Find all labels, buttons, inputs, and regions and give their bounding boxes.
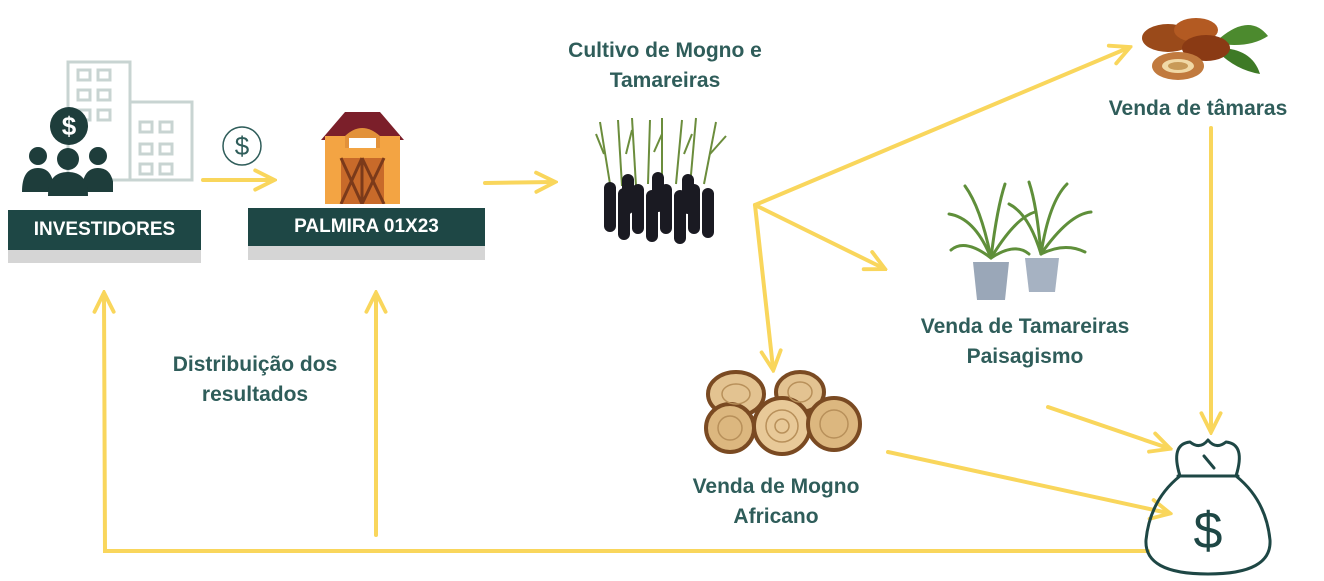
seedlings-icon — [595, 117, 727, 244]
arrow-bag-to-investors — [104, 295, 1150, 553]
svg-text:$: $ — [1194, 502, 1223, 560]
farm-box-shadow — [248, 246, 485, 260]
cultivation-label: Cultivo de Mogno e Tamareiras — [568, 39, 762, 92]
farm-box: PALMIRA 01X23 — [248, 208, 485, 246]
distribution-label: Distribuição dos resultados — [172, 353, 338, 406]
investors-box: INVESTIDORES — [8, 210, 201, 250]
investors-group-icon: $ — [22, 107, 113, 196]
investors-label: INVESTIDORES — [33, 219, 176, 240]
investors-box-shadow — [8, 250, 201, 263]
wood-logs-icon — [704, 370, 862, 456]
svg-text:$: $ — [235, 131, 250, 161]
dates-sale-label: Venda de tâmaras — [1108, 97, 1288, 120]
arrow-palms-to-bag — [1046, 405, 1168, 448]
barn-icon — [321, 112, 404, 204]
dates-fruit-icon — [1142, 18, 1268, 80]
arrow-to-palms — [753, 203, 883, 268]
svg-text:$: $ — [62, 111, 77, 141]
farm-label: PALMIRA 01X23 — [294, 216, 439, 237]
arrow-to-mahogany — [753, 203, 773, 368]
arrow-to-dates — [753, 48, 1128, 207]
potted-palms-icon — [947, 180, 1093, 300]
dollar-coin-icon: $ — [222, 126, 262, 166]
mahogany-sale-label: Venda de Mogno Africano — [692, 475, 860, 528]
palm-sale-label: Venda de Tamareiras Paisagismo — [920, 315, 1130, 368]
money-bag-icon: $ — [1144, 438, 1272, 576]
arrow-farm-to-cultivation — [483, 182, 553, 183]
arrow-mahogany-to-bag — [886, 450, 1168, 513]
